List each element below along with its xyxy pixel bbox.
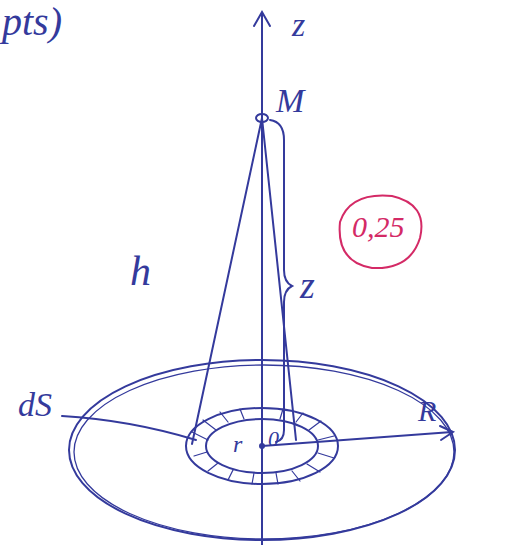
height-label: z xyxy=(300,266,315,304)
element-label: dS xyxy=(18,388,52,422)
grade-note: 0,25 xyxy=(352,212,405,242)
distance-label: h xyxy=(130,250,151,292)
origin-label: 0 xyxy=(268,428,279,450)
radius-label: r xyxy=(233,432,242,456)
point-label: M xyxy=(276,84,304,118)
axis-label: z xyxy=(292,8,305,42)
title-fragment: pts) xyxy=(2,2,62,42)
radius-label: R xyxy=(418,396,436,426)
